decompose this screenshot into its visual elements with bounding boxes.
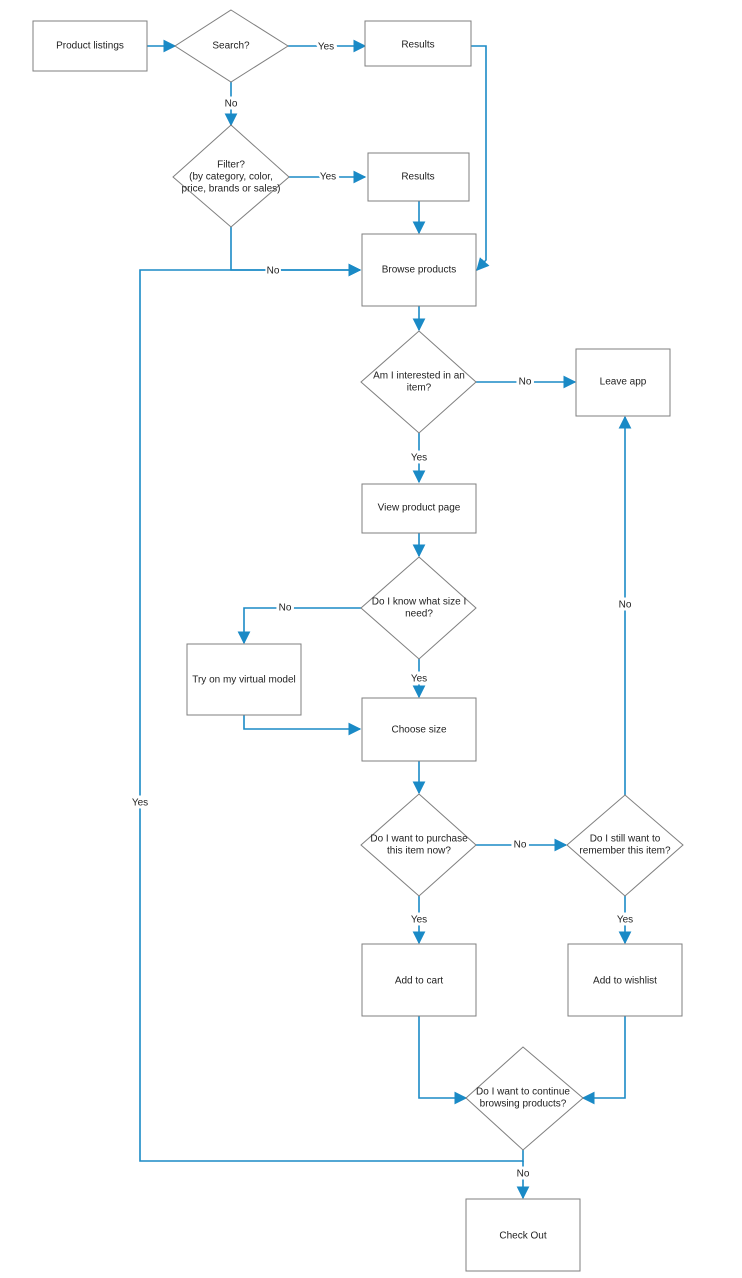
nodes <box>32 9 684 1272</box>
node-add-to-cart <box>361 943 477 1017</box>
node-check-out <box>465 1198 581 1272</box>
label-search-line-0: Search? <box>212 41 250 52</box>
edge-knowsize-no <box>237 607 361 645</box>
node-labels: Product listings Search? Results Filter?… <box>56 40 671 1242</box>
node-results-1 <box>364 20 472 67</box>
label-filter-line-0: Filter? <box>217 160 245 171</box>
label-results-1-line-0: Results <box>401 40 434 51</box>
node-interested-decision <box>360 330 477 434</box>
node-choose-size <box>361 697 477 762</box>
node-continue-decision <box>465 1046 584 1151</box>
edge-filter-no <box>230 227 362 277</box>
edge-label-search-no: No <box>225 99 238 110</box>
edge-label-know-size-no: No <box>279 603 292 614</box>
label-purchase-now-line-0: Do I want to purchase <box>370 834 468 845</box>
label-know-size-line-0: Do I know what size I <box>372 597 466 608</box>
edge-tryon-to-choosesize <box>243 715 362 736</box>
label-purchase-now-line-1: this item now? <box>387 846 451 857</box>
edge-continue-yes <box>139 263 524 1162</box>
label-view-product-page: View product page <box>378 503 461 514</box>
edge-label-continue-no: No <box>517 1169 530 1180</box>
label-results-2: Results <box>401 172 434 183</box>
label-add-to-wishlist: Add to wishlist <box>593 976 657 987</box>
label-know-size-line-1: need? <box>405 609 433 620</box>
label-continue-browsing-line-1: browsing products? <box>480 1099 567 1110</box>
edge-label-interested-yes: Yes <box>411 453 427 464</box>
label-leave-app-line-0: Leave app <box>600 377 647 388</box>
label-browse-products-line-0: Browse products <box>382 265 456 276</box>
label-leave-app: Leave app <box>600 377 647 388</box>
label-remember-item-line-1: remember this item? <box>579 846 671 857</box>
node-leave-app <box>575 348 671 417</box>
node-view-product-page <box>361 483 477 534</box>
label-continue-browsing-line-0: Do I want to continue <box>476 1087 570 1098</box>
label-choose-size-line-0: Choose size <box>391 725 446 736</box>
label-results-2-line-0: Results <box>401 172 434 183</box>
label-check-out: Check Out <box>499 1231 546 1242</box>
label-browse-products: Browse products <box>382 265 456 276</box>
edge-label-filter-yes: Yes <box>320 172 336 183</box>
edge-label-continue-yes: Yes <box>132 798 148 809</box>
label-interested-line-0: Am I interested in an <box>373 371 465 382</box>
edge-labels: Yes No Yes No No Yes No Yes No Yes Yes N… <box>129 39 636 1183</box>
edge-label-search-yes: Yes <box>318 42 334 53</box>
label-product-listings: Product listings <box>56 41 124 52</box>
connectors <box>139 39 632 1200</box>
node-purchase-decision <box>360 793 477 897</box>
label-try-on-line-0: Try on my virtual model <box>192 675 296 686</box>
node-remember-decision <box>566 794 684 897</box>
label-add-to-cart-line-0: Add to cart <box>395 976 444 987</box>
node-search-decision <box>174 9 289 83</box>
label-results-1: Results <box>401 40 434 51</box>
edge-results1-to-browse <box>471 45 490 271</box>
label-product-listings-line-0: Product listings <box>56 41 124 52</box>
node-add-to-wishlist <box>567 943 683 1017</box>
label-search: Search? <box>212 41 250 52</box>
edge-label-purchase-yes: Yes <box>411 915 427 926</box>
label-add-to-cart: Add to cart <box>395 976 444 987</box>
node-know-size-decision <box>360 556 477 660</box>
label-filter: Filter?(by category, color,price, brands… <box>182 160 281 195</box>
edge-label-know-size-yes: Yes <box>411 674 427 685</box>
edge-label-remember-yes: Yes <box>617 915 633 926</box>
label-add-to-wishlist-line-0: Add to wishlist <box>593 976 657 987</box>
edge-cart-to-continue <box>418 1016 468 1105</box>
node-product-listings <box>32 20 148 72</box>
label-choose-size: Choose size <box>391 725 446 736</box>
edge-label-interested-no: No <box>519 377 532 388</box>
label-filter-line-2: price, brands or sales) <box>182 184 281 195</box>
node-results-2 <box>367 152 470 202</box>
label-check-out-line-0: Check Out <box>499 1231 546 1242</box>
node-filter-decision <box>172 124 290 228</box>
node-try-on <box>186 643 302 716</box>
label-filter-line-1: (by category, color, <box>189 172 273 183</box>
node-browse-products <box>361 233 477 307</box>
edge-label-purchase-no: No <box>514 840 527 851</box>
edge-label-filter-no: No <box>267 266 280 277</box>
label-view-product-page-line-0: View product page <box>378 503 461 514</box>
edge-wishlist-to-continue <box>581 1016 626 1105</box>
label-interested-line-1: item? <box>407 383 432 394</box>
label-try-on: Try on my virtual model <box>192 675 296 686</box>
edge-label-remember-no: No <box>619 600 632 611</box>
label-remember-item-line-0: Do I still want to <box>590 834 661 845</box>
